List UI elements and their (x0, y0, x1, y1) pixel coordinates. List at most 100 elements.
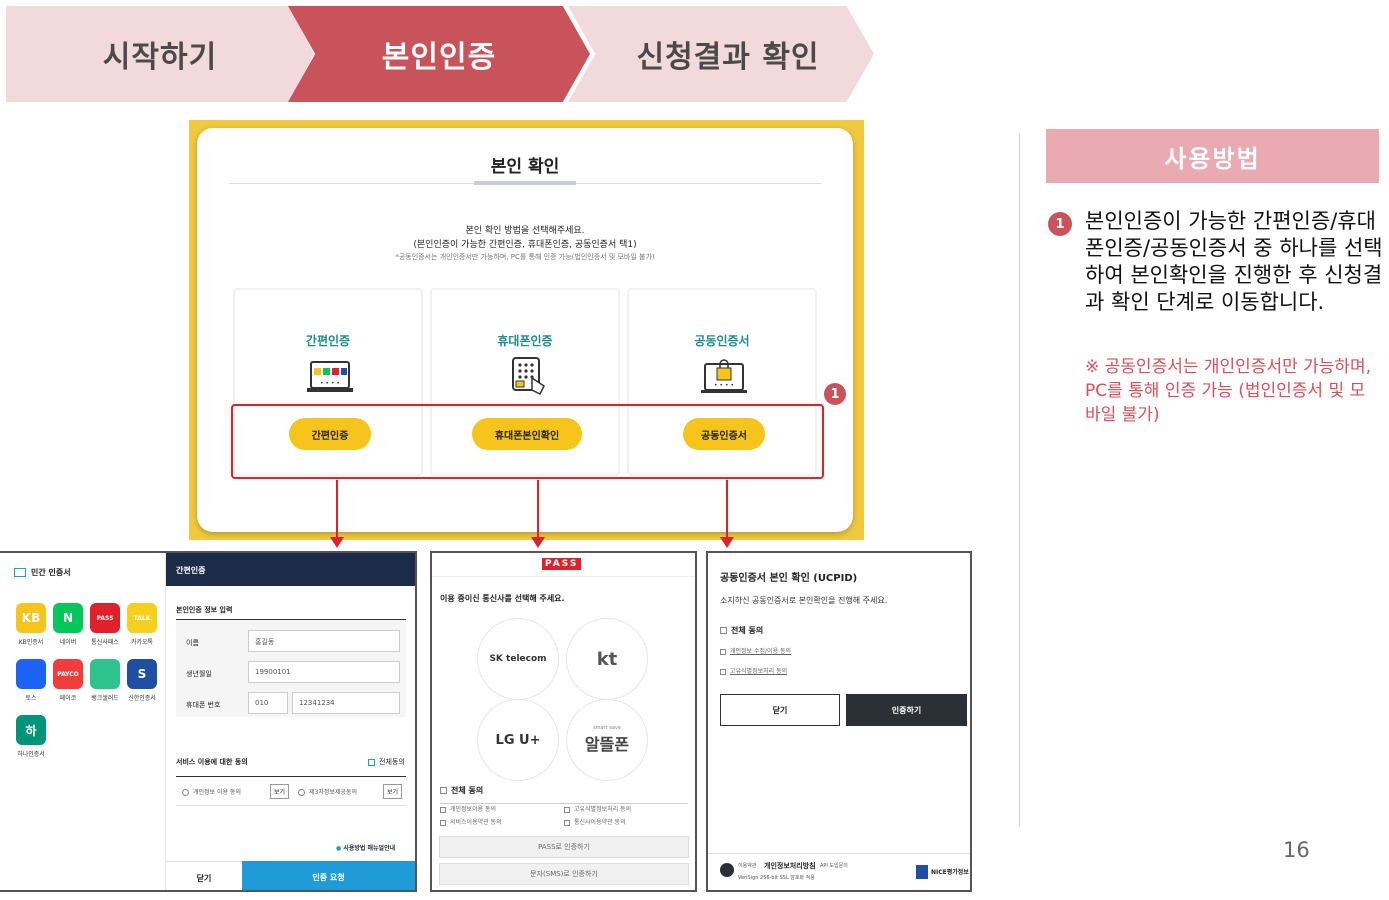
option-phone-auth: 휴대폰인증 휴대폰본인확인 (430, 288, 620, 476)
section-title: 본인인증 정보 입력 (176, 606, 233, 614)
app-label: 네이버 (59, 639, 77, 646)
sidebar-title: 민간 인증서 (14, 567, 71, 578)
agreement-item[interactable]: 통신사이용약관 동의 (564, 817, 626, 826)
field-label: 생년월일 (186, 670, 212, 678)
agree-all-checkbox[interactable]: 전체 동의 (440, 785, 483, 796)
close-button[interactable]: 닫기 (166, 861, 242, 890)
carrier-prompt: 이용 중이신 통신사를 선택해 주세요. (440, 594, 565, 603)
nice-logo-icon (916, 865, 928, 879)
ucpid-footer (708, 853, 970, 890)
agreement-item[interactable]: 개인정보 수집/이용 동의 (720, 646, 791, 655)
app-icon[interactable]: PAYCO (53, 659, 83, 689)
app-icon[interactable]: N (53, 603, 83, 633)
app-label: 토스 (25, 695, 37, 702)
step-verify-active: 본인인증 (288, 6, 590, 102)
birth-input[interactable]: 19900101 (248, 661, 400, 683)
arrow-line (537, 480, 539, 538)
sms-auth-button[interactable]: 문자(SMS)로 인증하기 (439, 863, 689, 885)
footer-label: 이용약관 (738, 863, 757, 869)
consent-item[interactable]: 개인정보 이용 동의 (182, 787, 241, 796)
agreement-item[interactable]: 개인정보이용 동의 (440, 804, 496, 813)
instruction-note: *공동인증서는 개인인증서만 가능하며, PC를 통해 인증 가능(법인인증서 … (395, 253, 655, 261)
option-simple-auth: 간편인증 • • • • 간편인증 (233, 288, 423, 476)
phone-prefix-select[interactable]: 010 (248, 692, 288, 714)
arrow-down-icon (720, 537, 734, 548)
privacy-policy-link[interactable]: 개인정보처리방침 (764, 862, 816, 870)
svg-text:• • • •: • • • • (320, 380, 340, 387)
arrow-line (726, 480, 728, 538)
ucpid-screen: 공동인증서 본인 확인 (UCPID) 소지하신 공동인증서로 본인확인을 진행… (706, 551, 972, 892)
usage-note: ※ 공동인증서는 개인인증서만 가능하며, PC를 통해 인증 가능 (법인인증… (1085, 357, 1372, 425)
carrier-kt[interactable]: kt (566, 618, 648, 700)
app-icon[interactable]: TALK (127, 603, 157, 633)
consent-all-checkbox[interactable]: 전체동의 (368, 757, 405, 767)
pass-auth-button[interactable]: PASS로 인증하기 (439, 836, 689, 858)
title-underline (474, 181, 576, 185)
usage-header: 사용방법 (1046, 129, 1379, 183)
name-input[interactable]: 홍길동 (248, 630, 400, 652)
phone-auth-button[interactable]: 휴대폰본인확인 (472, 418, 582, 450)
ucpid-title: 공동인증서 본인 확인 (UCPID) (720, 573, 858, 584)
phone-input[interactable]: 12341234 (292, 692, 400, 714)
confirm-auth-button[interactable]: 인증하기 (846, 694, 967, 726)
user-icon: ● (336, 845, 342, 852)
phone-keypad-icon (512, 357, 545, 396)
manual-link[interactable]: ● 사용방법 매뉴얼안내 (336, 845, 396, 852)
pass-header (432, 553, 695, 577)
carrier-lgu[interactable]: LG U+ (477, 699, 559, 781)
agreement-item[interactable]: 고유식별정보처리 동의 (720, 666, 787, 675)
step-badge: 1 (824, 383, 846, 405)
highlight-box (231, 404, 824, 479)
app-icon[interactable] (90, 659, 120, 689)
divider (1019, 133, 1020, 827)
agree-all-checkbox[interactable]: 전체 동의 (720, 625, 763, 636)
footer-sub: VeriSign 256-bit SSL 암호화 적용 (738, 875, 815, 881)
id-card-icon (14, 568, 26, 577)
shield-icon (720, 863, 734, 877)
carrier-skt[interactable]: SK telecom (477, 618, 559, 700)
step-label: 신청결과 확인 (636, 40, 820, 75)
card-title: 본인 확인 (490, 157, 560, 177)
app-icon[interactable] (16, 659, 46, 689)
view-button[interactable]: 보기 (383, 784, 403, 799)
agreement-item[interactable]: 서비스이용약관 동의 (440, 817, 502, 826)
pass-screen: PASS 이용 중이신 통신사를 선택해 주세요. SK telecom kt … (430, 551, 697, 892)
api-link[interactable]: API 도입문의 (820, 863, 848, 869)
certificate-button[interactable]: 공동인증서 (683, 418, 765, 450)
agreement-item[interactable]: 고유식별정보처리 동의 (564, 804, 631, 813)
consent-box (176, 776, 406, 806)
instruction-sub: (본인인증이 가능한 간편인증, 휴대폰인증, 공동인증서 택1) (413, 240, 637, 250)
app-label: KB인증서 (18, 639, 44, 646)
simple-auth-button[interactable]: 간편인증 (289, 418, 371, 450)
app-label: 카카오톡 (130, 639, 154, 646)
app-label: 통신사패스 (91, 639, 119, 646)
app-icon[interactable]: PASS (90, 603, 120, 633)
app-label: 뱅크샐러드 (91, 695, 119, 702)
view-button[interactable]: 보기 (270, 784, 290, 799)
app-icon[interactable]: KB (16, 603, 46, 633)
certificate-icon: • • • • (701, 359, 747, 393)
simple-auth-icon: • • • • (307, 361, 353, 392)
option-title: 공동인증서 (694, 334, 750, 348)
app-icon[interactable]: S (127, 659, 157, 689)
instruction: 본인 확인 방법을 선택해주세요. (465, 226, 585, 236)
option-title: 휴대폰인증 (497, 334, 553, 348)
step-start: 시작하기 (6, 6, 314, 102)
step-badge: 1 (1048, 212, 1072, 236)
step-label: 시작하기 (102, 40, 218, 75)
option-certificate: 공동인증서 • • • • 공동인증서 (627, 288, 817, 476)
consent-item[interactable]: 제3자정보제공동의 (298, 787, 357, 796)
app-label: 페이코 (59, 695, 77, 702)
arrow-down-icon (330, 537, 344, 548)
step-label: 본인인증 (381, 40, 497, 75)
close-button[interactable]: 닫기 (720, 694, 840, 726)
app-icon[interactable]: 하 (16, 715, 46, 745)
usage-text: 본인인증이 가능한 간편인증/휴대폰인증/공동인증서 중 하나를 선택하여 본인… (1085, 209, 1383, 314)
request-auth-button[interactable]: 인증 요청 (242, 861, 415, 890)
arrow-line (336, 480, 338, 538)
app-label: 신한인증서 (128, 695, 156, 702)
svg-text:• • • •: • • • • (714, 382, 734, 389)
option-title: 간편인증 (305, 334, 351, 348)
brand-label: NICE평가정보 (931, 869, 969, 876)
